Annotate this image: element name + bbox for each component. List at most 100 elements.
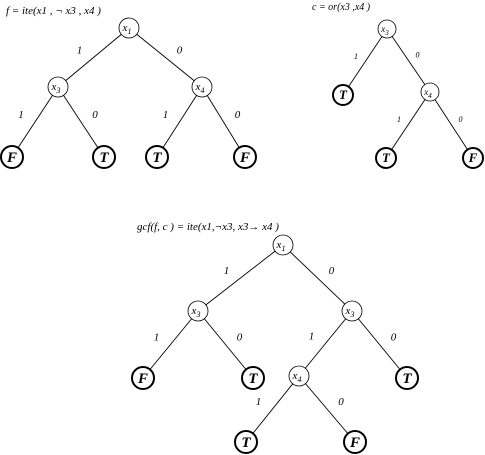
variable-subscript: 3: [349, 310, 354, 319]
variable-subscript: 4: [428, 92, 432, 100]
variable-circle: [377, 19, 397, 39]
variable-label: x3: [191, 305, 201, 319]
terminal-node: F: [343, 430, 367, 454]
edge-label: 0: [329, 265, 335, 277]
edge-n3-n6: [162, 95, 197, 148]
terminal-label: T: [339, 87, 348, 102]
variable-subscript: 1: [127, 27, 131, 36]
edge-g1-g3: [289, 251, 346, 305]
variable-circle: [341, 300, 363, 322]
terminal-circle: [233, 145, 257, 169]
variable-node: x3: [377, 19, 397, 39]
edge-n3-n7: [206, 95, 240, 148]
terminal-label: T: [241, 435, 251, 451]
terminal-label: F: [349, 435, 360, 451]
formula-c: c = or(x3 ,x4 ): [312, 2, 371, 13]
terminal-node: T: [241, 366, 265, 390]
edge-g6-g8: [252, 383, 294, 434]
terminal-circle: [395, 366, 419, 390]
terminal-label: T: [402, 371, 412, 387]
terminal-circle: [462, 147, 484, 169]
variable-name: x: [122, 22, 128, 34]
variable-node: x3: [47, 76, 69, 98]
terminal-circle: [145, 145, 169, 169]
terminal-label: F: [137, 371, 148, 387]
terminal-label: T: [248, 371, 258, 387]
edge-label: 0: [235, 109, 241, 121]
terminal-label: F: [468, 150, 478, 165]
edge-g2-g4: [149, 318, 193, 370]
variable-subscript: 3: [195, 310, 200, 319]
variable-name: x: [423, 87, 428, 97]
terminal-label: T: [152, 150, 162, 166]
edge-n1-n2: [65, 34, 122, 81]
variable-node: x4: [191, 76, 213, 98]
variable-label: x4: [292, 370, 302, 384]
edge-label: 1: [354, 52, 358, 61]
edge-label: 0: [177, 45, 183, 57]
terminal-label: T: [382, 150, 391, 165]
edge-n1-n3: [136, 33, 195, 82]
terminal-circle: [332, 84, 354, 106]
edge-m1-m3: [391, 36, 426, 85]
edge-label: 1: [163, 109, 169, 121]
terminal-circle: [0, 145, 24, 169]
edge-label: 0: [416, 51, 420, 60]
variable-name: x: [191, 305, 197, 317]
terminal-node: T: [395, 366, 419, 390]
variable-name: x: [51, 81, 57, 93]
edge-label: 0: [237, 332, 243, 344]
variable-name: x: [195, 81, 201, 93]
variable-subscript: 1: [281, 244, 285, 253]
variable-name: x: [276, 239, 282, 251]
edge-g2-g5: [203, 318, 247, 370]
edge-label: 1: [309, 331, 315, 343]
edge-label: 0: [338, 396, 344, 408]
edge-label: 1: [224, 265, 230, 277]
variable-node: x4: [288, 365, 310, 387]
edge-g3-g7: [357, 318, 401, 370]
variable-circle: [47, 76, 69, 98]
terminal-node: T: [375, 147, 397, 169]
terminal-circle: [131, 366, 155, 390]
edge-g3-g6: [304, 318, 347, 369]
terminal-node: T: [145, 145, 169, 169]
edge-n2-n5: [63, 95, 99, 149]
edge-label: 0: [459, 115, 463, 124]
terminal-node: F: [462, 147, 484, 169]
variable-circle: [118, 17, 140, 39]
variable-label: x3: [380, 24, 389, 37]
edge-m3-m4: [391, 99, 426, 150]
variable-subscript: 4: [200, 86, 204, 95]
variable-node: x3: [187, 300, 209, 322]
variable-circle: [187, 300, 209, 322]
edge-label: 1: [77, 45, 83, 57]
variable-name: x: [345, 305, 351, 317]
terminal-node: F: [0, 145, 24, 169]
edge-g6-g9: [305, 383, 349, 434]
variable-circle: [272, 234, 294, 256]
edge-label: 1: [154, 332, 160, 344]
variable-circle: [288, 365, 310, 387]
terminal-label: T: [99, 150, 109, 166]
edge-label: 1: [18, 109, 24, 121]
terminal-node: F: [131, 366, 155, 390]
variable-label: x3: [345, 305, 355, 319]
terminal-label: F: [6, 150, 17, 166]
terminal-label: F: [239, 150, 250, 166]
variable-node: x1: [118, 17, 140, 39]
variable-label: x4: [195, 81, 205, 95]
edge-m1-m2: [348, 36, 383, 87]
edge-g1-g2: [205, 250, 276, 306]
edge-n2-n4: [17, 95, 53, 149]
terminal-circle: [234, 430, 258, 454]
terminal-node: T: [234, 430, 258, 454]
variable-subscript: 4: [297, 375, 301, 384]
formula-f: f = ite(x1 , ¬ x3 , x4 ): [6, 5, 101, 17]
variable-node: x4: [420, 82, 440, 102]
variable-label: x1: [122, 22, 132, 36]
variable-name: x: [380, 24, 385, 34]
